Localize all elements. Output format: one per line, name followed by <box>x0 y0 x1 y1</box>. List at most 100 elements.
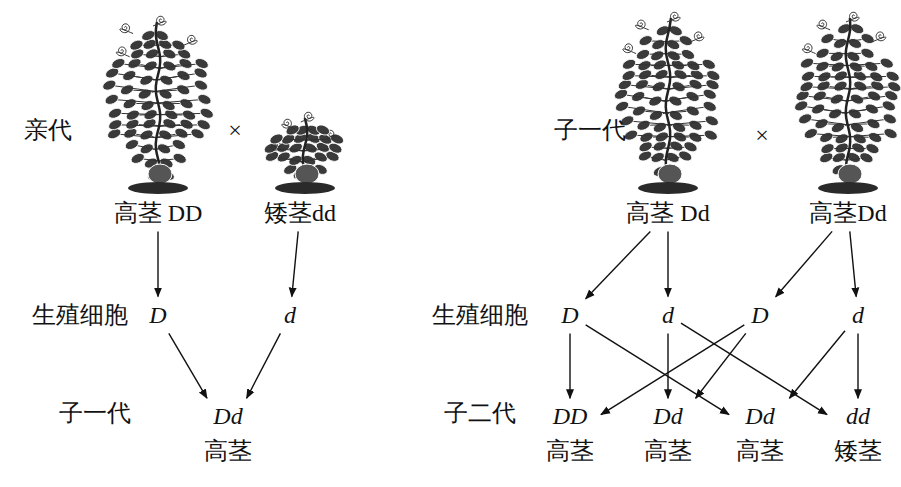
leaf-stalk <box>850 87 894 89</box>
inheritance-arrow <box>157 231 158 296</box>
inheritance-arrow <box>850 231 856 296</box>
tendril <box>802 44 815 54</box>
node-text: 高茎 <box>204 437 252 466</box>
genotype-node: Dd高茎 <box>640 401 696 467</box>
tendril <box>301 112 314 122</box>
node-text: 高茎 Dd <box>626 199 709 228</box>
leaf <box>107 106 123 120</box>
inheritance-arrow <box>857 333 858 398</box>
node-text: Dd <box>736 402 784 431</box>
leaf <box>193 56 209 70</box>
pea-plant <box>101 16 215 194</box>
leaf <box>865 117 881 131</box>
pea-plant <box>793 12 901 194</box>
leaf <box>803 126 819 140</box>
leaf-stalk <box>621 94 665 101</box>
genotype-node: Dd 高茎 <box>200 401 256 467</box>
genotype-node: 高茎Dd <box>805 198 890 229</box>
tendril <box>873 32 886 42</box>
tendril <box>116 47 129 57</box>
genotype-node: 矮茎dd <box>260 198 340 229</box>
leaf <box>671 120 687 134</box>
genotype-node: d <box>280 300 300 331</box>
leaf <box>268 132 284 146</box>
leaf <box>829 50 845 64</box>
node-text: D <box>561 301 578 330</box>
inheritance-arrow <box>169 333 207 398</box>
leaf <box>637 34 653 48</box>
inheritance-arrow <box>667 333 668 398</box>
leaf <box>833 132 849 146</box>
stipule <box>838 164 862 184</box>
leaf <box>864 142 880 156</box>
leaf-stalk <box>847 119 889 125</box>
leaf <box>621 57 637 71</box>
leaf <box>649 49 665 63</box>
leaf <box>882 112 898 126</box>
stem <box>846 18 851 184</box>
genotype-node: D <box>145 300 170 331</box>
genotype-node: Dd 高茎 <box>732 401 788 467</box>
leaf-stalk <box>112 99 158 103</box>
leaf <box>139 99 155 113</box>
inheritance-arrow <box>569 333 570 398</box>
leaf-stalk <box>112 73 156 80</box>
leaf <box>652 120 668 134</box>
tendril <box>623 44 636 54</box>
ground <box>818 182 878 194</box>
leaf <box>140 29 156 43</box>
node-text: 矮茎dd <box>264 199 336 228</box>
leaf-stalk <box>805 119 847 125</box>
leaf-stalk <box>115 125 159 126</box>
node-text: 高茎Dd <box>809 199 886 228</box>
leaf <box>128 38 144 52</box>
stem <box>156 22 161 184</box>
leaf <box>886 80 901 94</box>
row-label: 子二代 <box>444 399 516 428</box>
node-text: Dd <box>204 402 252 431</box>
genotype-node: 高茎 Dd <box>622 198 713 229</box>
leaf <box>705 68 721 82</box>
genotype-node: 高茎 DD <box>110 198 207 229</box>
leaf <box>315 123 331 137</box>
ground <box>638 182 698 194</box>
leaf <box>635 118 651 132</box>
node-text: 高茎 DD <box>114 199 203 228</box>
leaf <box>635 47 651 61</box>
genotype-node: DD高茎 <box>542 401 598 467</box>
leaf <box>859 46 875 60</box>
tendril <box>153 16 166 26</box>
node-text: dd <box>834 402 882 431</box>
leaf <box>636 59 652 73</box>
leaf <box>832 79 848 93</box>
node-text: 高茎 <box>736 437 784 466</box>
row-label: 子一代 <box>554 116 626 145</box>
leaf <box>867 130 883 144</box>
inheritance-arrow <box>667 231 668 296</box>
leaf <box>813 117 829 131</box>
leaf <box>107 118 123 132</box>
tendril <box>282 119 295 129</box>
leaf-stalk <box>803 96 847 101</box>
leaf <box>819 32 835 46</box>
leaf <box>195 118 211 132</box>
genotype-node: D <box>747 300 772 331</box>
node-text: d <box>284 301 296 330</box>
node-text: Dd <box>644 402 692 431</box>
leaf <box>797 112 813 126</box>
stipule <box>658 164 682 184</box>
leaf <box>701 57 717 71</box>
leaf <box>125 108 141 122</box>
leaf <box>158 73 174 87</box>
leaf <box>703 128 719 142</box>
tendril <box>691 32 704 42</box>
leaf-stalk <box>161 113 207 114</box>
inheritance-arrow <box>601 325 744 415</box>
inheritance-arrow <box>789 331 845 398</box>
leaf <box>799 56 815 70</box>
leaf-stalk <box>625 85 669 89</box>
leaf <box>667 94 683 108</box>
row-label: 生殖细胞 <box>432 301 528 330</box>
leaf <box>121 97 137 111</box>
